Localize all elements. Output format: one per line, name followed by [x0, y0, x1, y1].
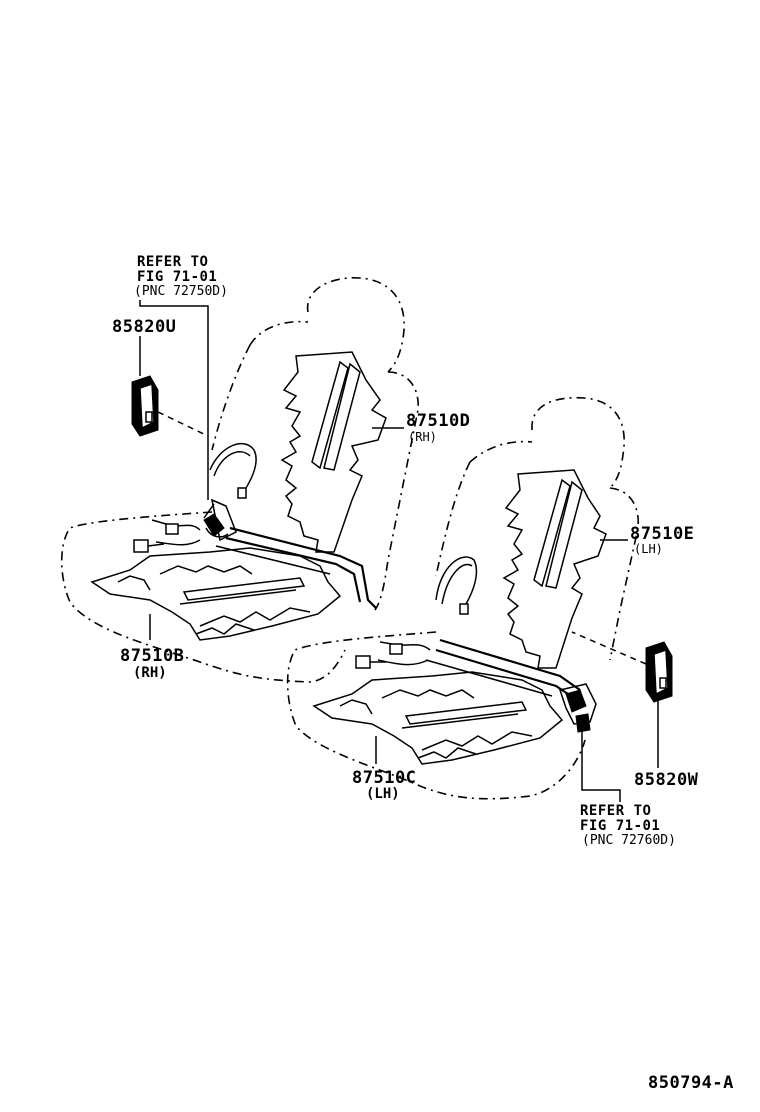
refer-to-rh-line3: (PNC 72750D) [134, 284, 228, 299]
refer-to-lh-line1: REFER TO [580, 803, 652, 819]
rh-cushion-heater [90, 547, 342, 641]
refer-to-rh-line1: REFER TO [137, 254, 209, 270]
part-number-87510c: 87510C [352, 768, 417, 788]
figure-id: 850794-A [648, 1073, 734, 1093]
part-87510c-side: (LH) [366, 786, 400, 802]
rh-frame-rails [203, 498, 377, 609]
lh-seatback-outline [469, 440, 639, 661]
rh-cushion-outline [60, 511, 346, 683]
lh-seat [286, 396, 673, 800]
rh-seat-heater-switch-module [131, 375, 159, 437]
refer-to-lh-line2: FIG 71-01 [580, 818, 661, 834]
part-number-85820w: 85820W [634, 770, 699, 790]
rh-wire-harness [133, 442, 257, 553]
rh-headrest-outline [306, 277, 405, 373]
rh-seat [60, 277, 419, 683]
part-number-87510d: 87510D [406, 411, 471, 431]
lh-cushion-outline [286, 631, 586, 800]
refer-to-rh-line2: FIG 71-01 [137, 269, 218, 285]
part-number-87510b: 87510B [120, 646, 185, 666]
refer-to-lh-line3: (PNC 72760D) [582, 833, 676, 848]
part-number-85820u: 85820U [112, 317, 177, 337]
lh-cushion-heater [312, 671, 564, 765]
lh-wire-harness [355, 556, 478, 669]
lh-seat-heater-switch-module [645, 641, 673, 703]
part-87510e-side: (LH) [634, 542, 663, 556]
rh-seatback-heater [280, 351, 387, 553]
lh-seatback-heater [502, 469, 607, 669]
part-87510d-side: (RH) [408, 430, 437, 444]
lh-headrest-outline [531, 396, 625, 489]
rh-seatback-outline [249, 320, 419, 611]
part-number-87510e: 87510E [630, 524, 695, 544]
leader-lines [139, 300, 659, 802]
part-87510b-side: (RH) [133, 665, 167, 681]
lh-frame-rails [425, 638, 597, 733]
